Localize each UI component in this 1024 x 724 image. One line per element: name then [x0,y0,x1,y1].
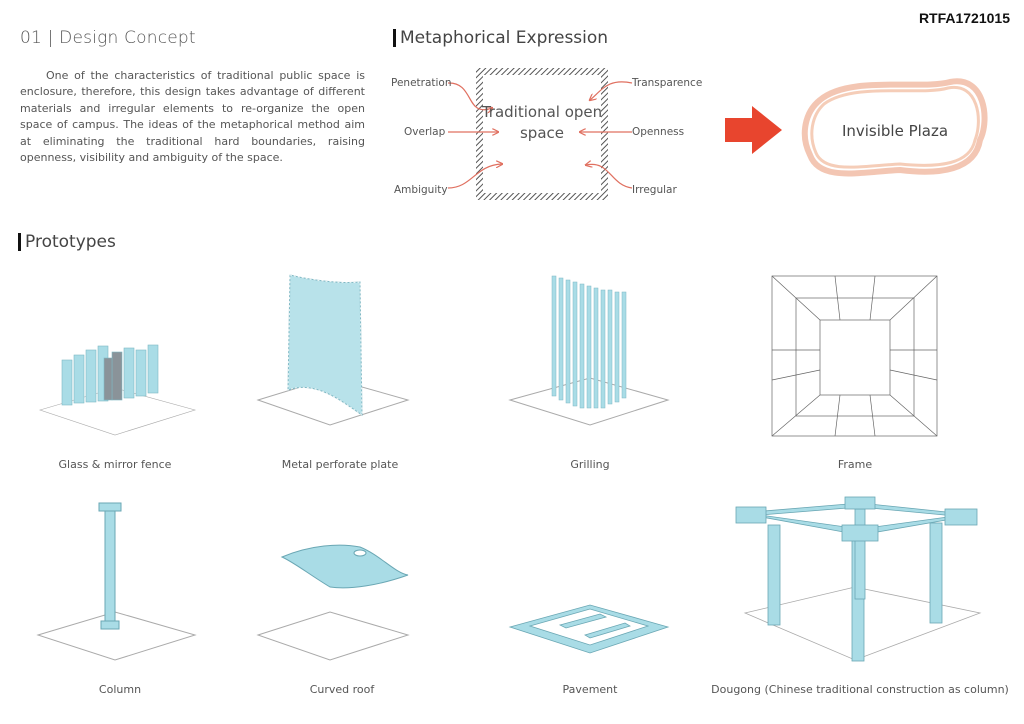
metaphorical-title: Metaphorical Expression [393,29,608,47]
prototypes-title: Prototypes [18,233,116,251]
caption-curved-roof: Curved roof [309,683,375,696]
metaphor-diagram [447,68,988,200]
caption-glass-mirror-fence: Glass & mirror fence [58,458,172,471]
design-concept-text: One of the characteristics of traditiona… [20,69,365,165]
brush-cloud [801,78,988,177]
label-openness: Openness [632,126,685,138]
pavement-model [508,604,670,654]
arrow-right-icon [725,106,782,154]
frame-model [771,275,938,437]
curved-roof-model [256,544,410,661]
caption-pavement: Pavement [562,683,618,696]
label-overlap: Overlap [404,126,446,138]
perforated-plate-model [256,274,410,426]
label-transparence: Transparence [632,77,703,89]
design-concept-title: 01 | Design Concept [20,28,196,48]
label-ambiguity: Ambiguity [394,184,448,196]
caption-column: Column [98,683,142,696]
invisible-plaza-label: Invisible Plaza [841,122,949,140]
caption-frame: Frame [837,458,873,471]
glass-fence-model [38,344,197,436]
caption-grilling: Grilling [570,458,610,471]
center-label: Traditional open space [481,103,603,142]
label-penetration: Penetration [391,77,452,89]
project-code: RTFA1721015 [918,10,1010,26]
prototype-illustrations-row1 [38,274,938,437]
caption-metal-perforate-plate: Metal perforate plate [281,458,399,471]
column-model [36,502,197,661]
metaphor-arrows [447,81,633,189]
prototype-illustrations-row2 [36,496,982,662]
label-irregular: Irregular [632,184,677,196]
dougong-model [735,496,982,662]
caption-dougong: Dougong (Chinese traditional constructio… [711,683,1009,696]
grilling-model [508,275,670,426]
